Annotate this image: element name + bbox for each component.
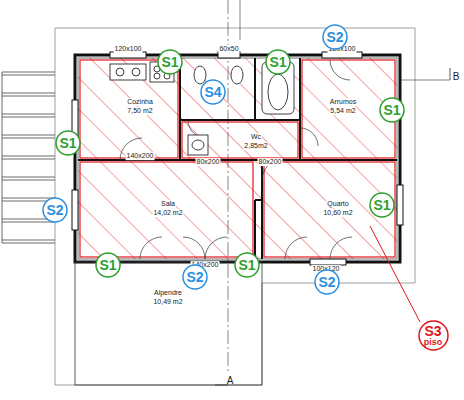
callout-circle: S2 [314, 269, 340, 295]
callout-number: S1 [161, 55, 178, 69]
plan-label: 14,02 m2 [152, 209, 183, 217]
callout-circle: S1 [369, 192, 395, 218]
plan-label: 2,85m2 [243, 142, 268, 150]
plan-label: Alpendre [153, 289, 183, 297]
plan-label: Wc [250, 133, 262, 141]
callout-number: S2 [318, 275, 335, 289]
plan-label: 5,54 m2 [329, 107, 356, 115]
callout-number: S1 [383, 103, 400, 117]
callout-number: S1 [99, 258, 116, 272]
outer-wall [78, 58, 397, 259]
axis-label: A [226, 375, 235, 386]
callout-circle: S4 [200, 79, 226, 105]
room-outlines [80, 60, 395, 257]
plan-label: 140x200 [126, 152, 155, 160]
callout-number: S3 [424, 324, 441, 338]
callout-circle: S3piso [418, 320, 449, 351]
hatched-floor [78, 58, 397, 259]
callout-number: S2 [186, 270, 203, 284]
porch [75, 262, 262, 385]
plan-label: 7,50 m2 [126, 107, 153, 115]
callout-number: S1 [373, 198, 390, 212]
plan-label: 60x50 [218, 45, 239, 53]
plan-label: Quarto [326, 200, 349, 208]
callout-circle: S1 [157, 49, 183, 75]
callout-number: S1 [269, 55, 286, 69]
axis-label: B [452, 71, 461, 82]
plan-label: 10,49 m2 [152, 298, 183, 306]
door-swings [120, 60, 352, 259]
callout-circle: S1 [55, 130, 81, 156]
axis-line [400, 80, 450, 81]
axis-line [240, 0, 241, 40]
plan-label: Sala [160, 200, 176, 208]
plinth-outline [55, 28, 415, 385]
plan-label: Arrumos [329, 98, 357, 106]
callout-note: piso [424, 338, 443, 347]
axis-mark [450, 68, 451, 80]
callout-circle: S2 [42, 197, 68, 223]
leader-line [370, 226, 420, 322]
callout-number: S2 [46, 203, 63, 217]
plan-label: 80x200 [258, 158, 283, 166]
callout-circle: S2 [322, 24, 348, 50]
plan-label: 80x200 [196, 158, 221, 166]
callout-number: S1 [238, 258, 255, 272]
callout-circle: S1 [379, 97, 405, 123]
interior-walls [78, 58, 397, 259]
callout-circle: S1 [95, 252, 121, 278]
callout-circle: S2 [182, 264, 208, 290]
plan-label: Cozinha [126, 98, 154, 106]
outer-wall [75, 55, 400, 262]
windows [72, 52, 403, 265]
callout-number: S1 [59, 136, 76, 150]
fixtures [110, 62, 294, 155]
callout-number: S2 [326, 30, 343, 44]
plan-label: 10,60 m2 [322, 209, 353, 217]
callout-circle: S1 [234, 252, 260, 278]
callout-circle: S1 [265, 49, 291, 75]
plan-label: 120x100 [114, 45, 143, 53]
callout-number: S4 [204, 85, 221, 99]
